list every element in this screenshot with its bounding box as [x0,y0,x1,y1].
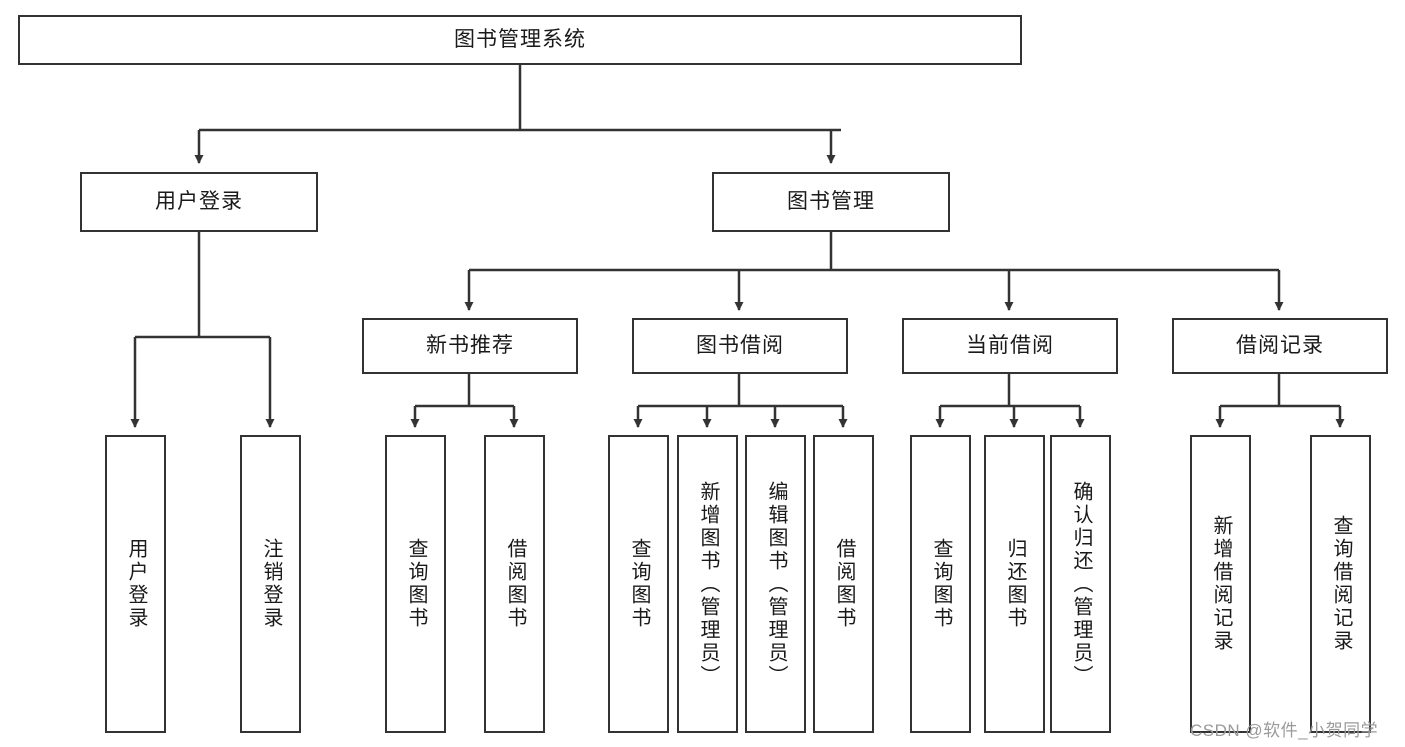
node-root-label: 图书管理系统 [454,27,586,51]
node-user-login-label: 用户登录 [155,189,243,213]
node-leaf-confirm-return[interactable]: 确认归还（管理员） [1050,435,1111,733]
node-root[interactable]: 图书管理系统 [18,15,1022,65]
node-new-book-rec-label: 新书推荐 [426,333,514,357]
node-user-login[interactable]: 用户登录 [80,172,318,232]
node-leaf-return-book[interactable]: 归还图书 [984,435,1045,733]
node-borrow-record-label: 借阅记录 [1236,333,1324,357]
watermark: CSDN @软件_小贺同学 [1190,721,1379,740]
node-leaf-query-record-label: 查询借阅记录 [1330,515,1352,653]
node-leaf-query-book-3[interactable]: 查询图书 [910,435,971,733]
node-leaf-query-book-1-label: 查询图书 [405,538,427,630]
node-new-book-rec[interactable]: 新书推荐 [362,318,578,374]
node-book-borrow[interactable]: 图书借阅 [632,318,848,374]
node-leaf-edit-book[interactable]: 编辑图书（管理员） [745,435,806,733]
node-leaf-add-book[interactable]: 新增图书（管理员） [677,435,738,733]
node-book-manage-label: 图书管理 [787,189,875,213]
node-borrow-record[interactable]: 借阅记录 [1172,318,1388,374]
node-leaf-user-logout-label: 注销登录 [260,538,282,630]
node-leaf-query-book-2-label: 查询图书 [628,538,650,630]
connector-book-borrow-to-leaves [633,374,848,428]
node-leaf-query-book-2[interactable]: 查询图书 [608,435,669,733]
node-book-manage[interactable]: 图书管理 [712,172,950,232]
node-leaf-query-book-3-label: 查询图书 [930,538,952,630]
node-leaf-user-login[interactable]: 用户登录 [105,435,166,733]
node-leaf-edit-book-label: 编辑图书（管理员） [765,480,787,688]
node-leaf-confirm-return-label: 确认归还（管理员） [1070,480,1092,688]
node-leaf-user-login-label: 用户登录 [125,538,147,630]
connector-current-borrow-to-leaves [935,374,1085,428]
node-leaf-borrow-book-1[interactable]: 借阅图书 [484,435,545,733]
node-leaf-query-record[interactable]: 查询借阅记录 [1310,435,1371,733]
connector-new-book-rec-to-leaves [410,374,519,428]
node-leaf-borrow-book-2[interactable]: 借阅图书 [813,435,874,733]
node-leaf-add-book-label: 新增图书（管理员） [697,480,719,688]
node-leaf-borrow-book-2-label: 借阅图书 [833,538,855,630]
node-leaf-return-book-label: 归还图书 [1004,538,1026,630]
node-current-borrow-label: 当前借阅 [966,333,1054,357]
node-leaf-add-record-label: 新增借阅记录 [1210,515,1232,653]
node-leaf-query-book-1[interactable]: 查询图书 [385,435,446,733]
node-leaf-add-record[interactable]: 新增借阅记录 [1190,435,1251,733]
node-leaf-user-logout[interactable]: 注销登录 [240,435,301,733]
connector-root-to-level2 [194,65,841,164]
node-book-borrow-label: 图书借阅 [696,333,784,357]
node-current-borrow[interactable]: 当前借阅 [902,318,1118,374]
connector-user-login-to-leaves [130,232,275,428]
connector-borrow-record-to-leaves [1215,374,1345,428]
connector-book-manage-to-level3 [464,232,1284,311]
node-leaf-borrow-book-1-label: 借阅图书 [504,538,526,630]
